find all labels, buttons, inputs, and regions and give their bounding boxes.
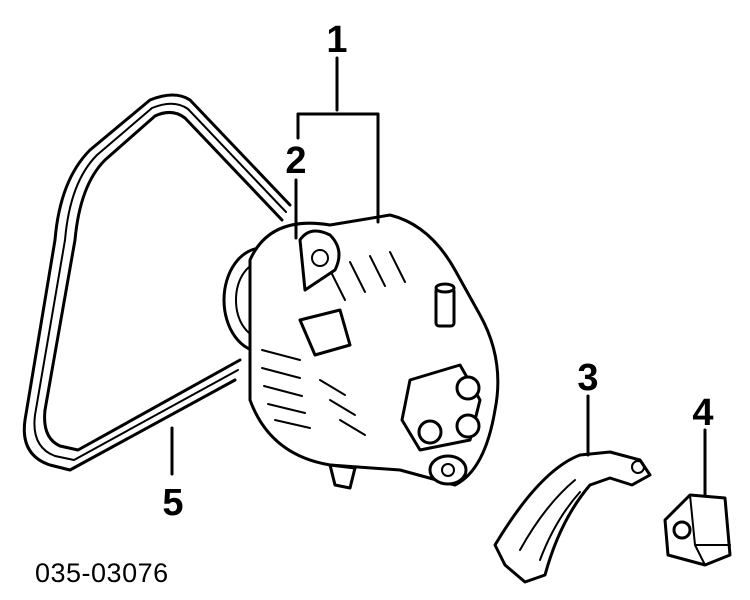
callout-4: 4 <box>692 392 713 434</box>
v-belt <box>22 93 292 472</box>
callout-3: 3 <box>577 357 598 399</box>
callout-1: 1 <box>326 19 347 61</box>
bushing <box>663 493 732 567</box>
alternator <box>222 213 500 490</box>
callout-2: 2 <box>285 140 306 182</box>
adjusting-lug <box>298 308 352 357</box>
callout-5: 5 <box>162 482 183 524</box>
alternator-body <box>248 213 500 487</box>
terminal-stud <box>455 375 481 401</box>
bracket <box>493 450 652 584</box>
mounting-ear <box>298 229 341 292</box>
leader-lines <box>170 56 707 497</box>
b-terminal <box>434 286 456 328</box>
diagram-code: 035-03076 <box>35 558 169 588</box>
